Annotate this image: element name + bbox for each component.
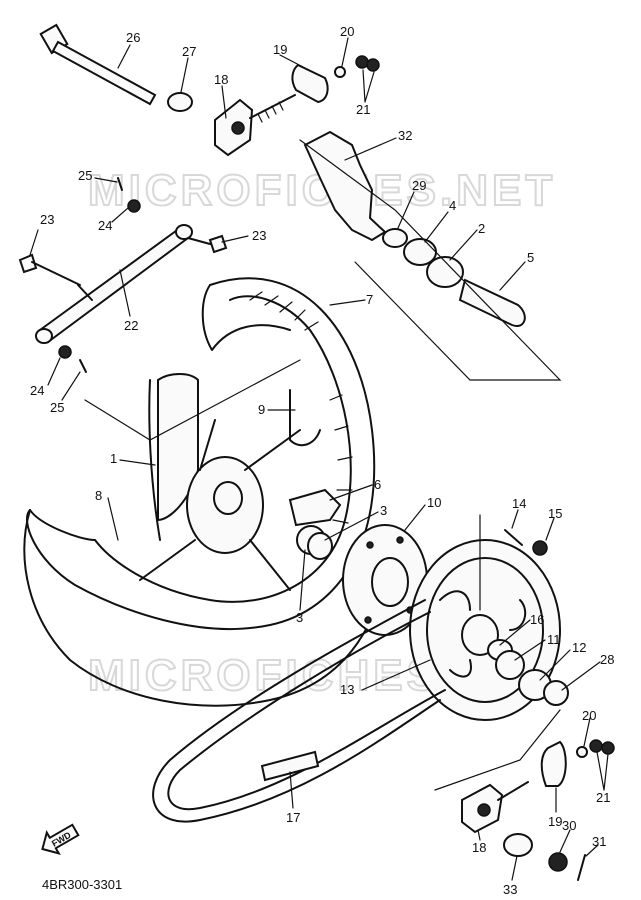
callout-5: 5 <box>527 250 534 265</box>
washer-33 <box>503 833 533 857</box>
pin-25-bottom <box>79 359 87 373</box>
callout-3-upper: 3 <box>380 503 387 518</box>
callout-13: 13 <box>340 682 354 697</box>
nut-24-bottom <box>58 345 72 359</box>
callout-21-bottom: 21 <box>596 790 610 805</box>
leader-lines <box>29 37 609 881</box>
drive-chain-17 <box>152 599 441 823</box>
plate-19-bottom <box>540 740 567 787</box>
washer-27 <box>167 92 193 112</box>
callout-16: 16 <box>530 612 544 627</box>
callout-27: 27 <box>182 44 196 59</box>
brake-rod-22 <box>35 224 193 344</box>
bearing-2 <box>426 256 464 288</box>
washer-20-bottom <box>576 746 588 758</box>
drive-chain-17-inner <box>167 611 446 811</box>
callout-8: 8 <box>95 488 102 503</box>
diagram-code: 4BR300-3301 <box>42 877 122 892</box>
nut-30 <box>548 852 568 872</box>
callout-26: 26 <box>126 30 140 45</box>
callout-24-bottom: 24 <box>30 383 44 398</box>
stud-14 <box>504 529 523 546</box>
callout-18-bottom: 18 <box>472 840 486 855</box>
callout-31: 31 <box>592 834 606 849</box>
callout-14: 14 <box>512 496 526 511</box>
callout-labels: 26 27 19 20 21 18 32 25 29 4 2 24 23 23 … <box>30 24 614 897</box>
callout-33: 33 <box>503 882 517 897</box>
chain-joint-17 <box>260 750 320 782</box>
callout-11: 11 <box>547 632 561 647</box>
callout-23-right: 23 <box>252 228 266 243</box>
nut-24-top <box>127 199 141 213</box>
nut-15 <box>532 540 548 556</box>
oil-seal-11 <box>495 650 525 680</box>
bearing-3-right <box>307 532 333 560</box>
callout-30: 30 <box>562 818 576 833</box>
callout-6: 6 <box>374 477 381 492</box>
plate-19-top <box>291 63 329 104</box>
callout-25: 25 <box>78 168 92 183</box>
nuts-21-top <box>355 55 380 72</box>
pin-31 <box>577 854 586 881</box>
forward-arrow: FWD <box>41 823 80 855</box>
collar-5 <box>458 278 526 327</box>
callout-17: 17 <box>286 810 300 825</box>
callout-32: 32 <box>398 128 412 143</box>
callout-20-bottom: 20 <box>582 708 596 723</box>
callout-23-left: 23 <box>40 212 54 227</box>
callout-19-bottom: 19 <box>548 814 562 829</box>
pin-25-top <box>117 177 123 191</box>
adjuster-18-bottom <box>461 781 529 834</box>
adjuster-18-top <box>214 94 296 157</box>
axle-26 <box>39 23 157 106</box>
callout-4: 4 <box>449 198 456 213</box>
callout-9: 9 <box>258 402 265 417</box>
callout-29: 29 <box>412 178 426 193</box>
callout-28: 28 <box>600 652 614 667</box>
rear-tire <box>23 277 386 707</box>
bolt-23-right <box>187 234 228 254</box>
bolt-23-left <box>18 253 81 286</box>
callout-19: 19 <box>273 42 287 57</box>
callout-10: 10 <box>427 495 441 510</box>
collar-28 <box>543 680 569 706</box>
wheel-hub <box>139 373 321 591</box>
callout-2: 2 <box>478 221 485 236</box>
callout-24: 24 <box>98 218 112 233</box>
washer-20-top <box>334 66 346 78</box>
callout-25-bottom: 25 <box>50 400 64 415</box>
spacer-6 <box>288 488 342 527</box>
callout-1: 1 <box>110 451 117 466</box>
callout-22: 22 <box>124 318 138 333</box>
callout-21: 21 <box>356 102 370 117</box>
callout-3-lower: 3 <box>296 610 303 625</box>
callout-18: 18 <box>214 72 228 87</box>
callout-12: 12 <box>572 640 586 655</box>
nuts-21-bottom <box>589 739 615 755</box>
callout-7: 7 <box>366 292 373 307</box>
callout-15: 15 <box>548 506 562 521</box>
spacer-29 <box>382 228 408 248</box>
callout-20: 20 <box>340 24 354 39</box>
